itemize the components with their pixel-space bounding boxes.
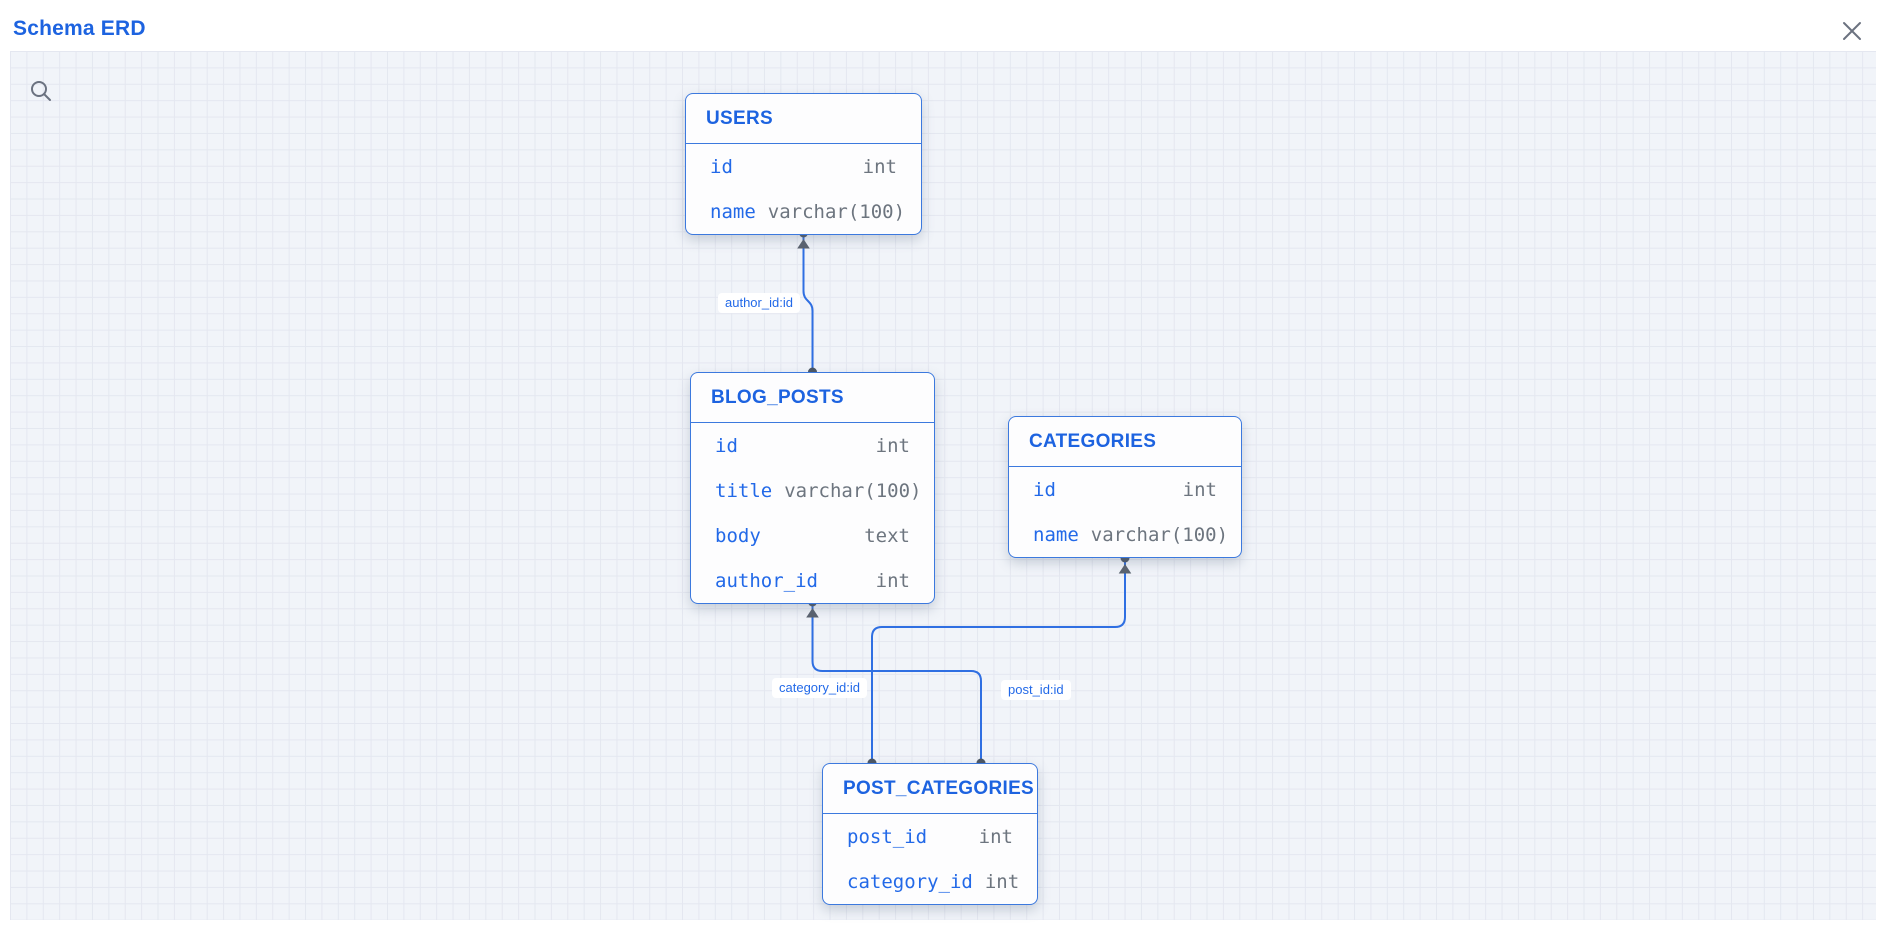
entity-title: USERS [686,94,921,144]
column-type: int [875,569,910,592]
column-name: id [715,434,738,457]
column-type: varchar(100) [767,200,906,223]
arrow-up-icon [1118,564,1132,574]
entity-title: BLOG_POSTS [691,373,934,423]
panel-header: Schema ERD [0,0,1888,51]
column-name: body [715,524,761,547]
edge-blogposts-users [802,232,814,373]
search-icon[interactable] [28,78,54,104]
entity-categories[interactable]: CATEGORIES id int name varchar(100) [1008,416,1242,558]
erd-canvas[interactable]: USERS id int name varchar(100) BLOG_POST… [10,51,1876,920]
entity-post-categories[interactable]: POST_CATEGORIES post_id int category_id … [822,763,1038,905]
entity-row: body text [691,513,934,558]
entity-row: id int [691,423,934,468]
entity-title: POST_CATEGORIES [823,764,1037,814]
column-type: int [978,825,1013,848]
entity-row: id int [686,144,921,189]
entity-row: post_id int [823,814,1037,859]
entity-row: id int [1009,467,1241,512]
entity-row: name varchar(100) [1009,512,1241,557]
column-type: text [864,524,910,547]
column-name: category_id [847,870,973,893]
column-type: int [862,155,897,178]
entity-row: author_id int [691,558,934,603]
entity-title: CATEGORIES [1009,417,1241,467]
entity-row: category_id int [823,859,1037,904]
close-button[interactable] [1838,17,1866,45]
column-name: post_id [847,825,928,848]
entity-blog-posts[interactable]: BLOG_POSTS id int title varchar(100) bod… [690,372,935,604]
column-name: id [710,155,733,178]
column-type: varchar(100) [1090,523,1229,546]
entity-row: title varchar(100) [691,468,934,513]
close-icon [1843,22,1861,40]
column-type: varchar(100) [784,479,922,502]
column-name: name [1033,523,1079,546]
column-type: int [875,434,910,457]
arrow-up-icon [797,239,810,249]
column-type: int [1182,478,1217,501]
entity-row: name varchar(100) [686,189,921,234]
arrow-up-icon [806,608,819,618]
edge-label-author-id: author_id:id [718,293,800,314]
entity-users[interactable]: USERS id int name varchar(100) [685,93,922,235]
page-title: Schema ERD [13,17,146,40]
column-name: id [1033,478,1056,501]
column-name: author_id [715,569,818,592]
edge-label-category-id: category_id:id [772,678,867,699]
column-name: title [715,479,773,502]
edge-label-post-id: post_id:id [1001,680,1071,701]
column-name: name [710,200,756,223]
column-type: int [984,870,1020,893]
